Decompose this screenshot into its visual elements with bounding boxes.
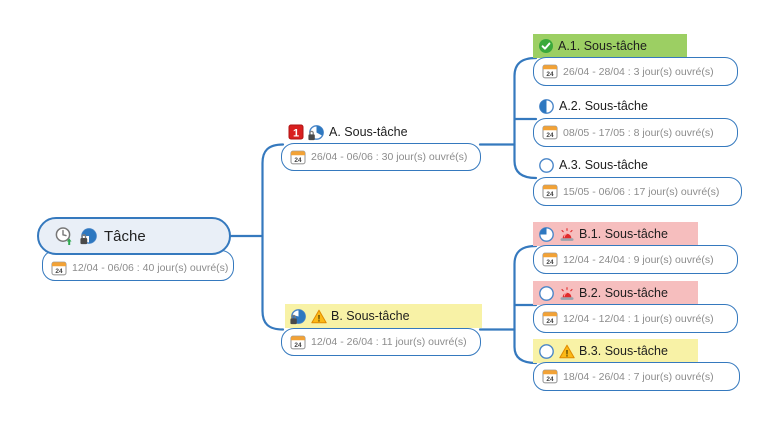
branch-root-bracket	[261, 143, 285, 331]
topic-a3[interactable]: A.3. Sous-tâche	[533, 155, 653, 175]
task-dates-text: 12/04 - 26/04 : 11 jour(s) ouvré(s)	[311, 336, 467, 348]
task-dates-text: 26/04 - 06/06 : 30 jour(s) ouvré(s)	[311, 151, 468, 163]
calendar-icon: 24	[542, 184, 558, 199]
task-dates-text: 08/05 - 17/05 : 8 jour(s) ouvré(s)	[563, 126, 714, 139]
topic-b2[interactable]: B.2. Sous-tâche	[533, 281, 698, 305]
progress-25-icon[interactable]	[538, 226, 555, 243]
root-topic-label: Tâche	[104, 227, 146, 245]
progress-rollup-80-locked-icon[interactable]	[290, 308, 307, 325]
progress-rollup-75-locked-icon[interactable]	[80, 227, 98, 245]
warning-label: !	[318, 313, 321, 323]
topic-a1[interactable]: A.1. Sous-tâche	[533, 34, 687, 58]
task-dates-text: 12/04 - 06/06 : 40 jour(s) ouvré(s)	[72, 262, 229, 274]
warning-icon[interactable]: !	[559, 344, 575, 359]
alarm-icon[interactable]	[559, 285, 575, 301]
topic-b1-dates[interactable]: 24 12/04 - 24/04 : 9 jour(s) ouvré(s)	[533, 245, 738, 274]
topic-a-label: A. Sous-tâche	[329, 125, 408, 139]
topic-b3-label: B.3. Sous-tâche	[579, 344, 668, 358]
topic-b3[interactable]: ! B.3. Sous-tâche	[533, 339, 698, 363]
calendar-day-label: 24	[294, 341, 302, 348]
topic-b3-dates[interactable]: 24 18/04 - 26/04 : 7 jour(s) ouvré(s)	[533, 362, 740, 391]
topic-b2-label: B.2. Sous-tâche	[579, 286, 668, 300]
task-dates-text: 12/04 - 24/04 : 9 jour(s) ouvré(s)	[563, 253, 714, 266]
topic-a2[interactable]: A.2. Sous-tâche	[533, 96, 653, 116]
topic-b[interactable]: ! B. Sous-tâche	[285, 304, 482, 328]
topic-a3-dates[interactable]: 24 15/05 - 06/06 : 17 jour(s) ouvré(s)	[533, 177, 742, 206]
alarm-icon[interactable]	[559, 226, 575, 242]
calendar-icon: 24	[51, 261, 67, 275]
calendar-day-label: 24	[546, 132, 554, 139]
progress-rollup-33-locked-icon[interactable]	[308, 124, 325, 141]
root-topic[interactable]: Tâche	[37, 217, 231, 255]
calendar-day-label: 24	[546, 71, 554, 78]
priority-1-label: 1	[293, 127, 299, 139]
topic-b-dates[interactable]: 24 12/04 - 26/04 : 11 jour(s) ouvré(s)	[281, 328, 481, 356]
topic-a[interactable]: 1 A. Sous-tâche	[283, 122, 413, 142]
task-dates-text: 18/04 - 26/04 : 7 jour(s) ouvré(s)	[563, 370, 714, 383]
progress-0-icon[interactable]	[538, 157, 555, 174]
progress-50-icon[interactable]	[538, 98, 555, 115]
calendar-icon: 24	[290, 335, 306, 349]
topic-b-label: B. Sous-tâche	[331, 309, 410, 323]
calendar-icon: 24	[542, 369, 558, 384]
calendar-day-label: 24	[294, 156, 302, 163]
task-dates-text: 26/04 - 28/04 : 3 jour(s) ouvré(s)	[563, 65, 714, 78]
topic-a-dates[interactable]: 24 26/04 - 06/06 : 30 jour(s) ouvré(s)	[281, 143, 481, 171]
calendar-icon: 24	[542, 311, 558, 326]
calendar-day-label: 24	[546, 376, 554, 383]
calendar-day-label: 24	[546, 318, 554, 325]
calendar-day-label: 24	[546, 191, 554, 198]
topic-a1-dates[interactable]: 24 26/04 - 28/04 : 3 jour(s) ouvré(s)	[533, 57, 738, 86]
topic-b2-dates[interactable]: 24 12/04 - 12/04 : 1 jour(s) ouvré(s)	[533, 304, 738, 333]
calendar-day-label: 24	[546, 259, 554, 266]
priority-1-icon[interactable]: 1	[288, 124, 304, 140]
topic-a2-label: A.2. Sous-tâche	[559, 99, 648, 113]
task-complete-icon[interactable]	[538, 38, 554, 54]
progress-0-icon[interactable]	[538, 285, 555, 302]
calendar-icon: 24	[290, 150, 306, 164]
calendar-icon: 24	[542, 252, 558, 267]
calendar-day-label: 24	[55, 267, 63, 274]
progress-0-icon[interactable]	[538, 343, 555, 360]
task-dates-text: 12/04 - 12/04 : 1 jour(s) ouvré(s)	[563, 312, 714, 325]
warning-icon[interactable]: !	[311, 309, 327, 324]
calendar-icon: 24	[542, 125, 558, 140]
calendar-icon: 24	[542, 64, 558, 79]
clock-rollup-icon[interactable]	[54, 226, 74, 246]
topic-b1-label: B.1. Sous-tâche	[579, 227, 668, 241]
topic-a3-label: A.3. Sous-tâche	[559, 158, 648, 172]
topic-b1[interactable]: B.1. Sous-tâche	[533, 222, 698, 246]
task-dates-text: 15/05 - 06/06 : 17 jour(s) ouvré(s)	[563, 185, 720, 198]
topic-a1-label: A.1. Sous-tâche	[558, 39, 647, 53]
topic-a2-dates[interactable]: 24 08/05 - 17/05 : 8 jour(s) ouvré(s)	[533, 118, 738, 147]
warning-label: !	[566, 348, 569, 358]
